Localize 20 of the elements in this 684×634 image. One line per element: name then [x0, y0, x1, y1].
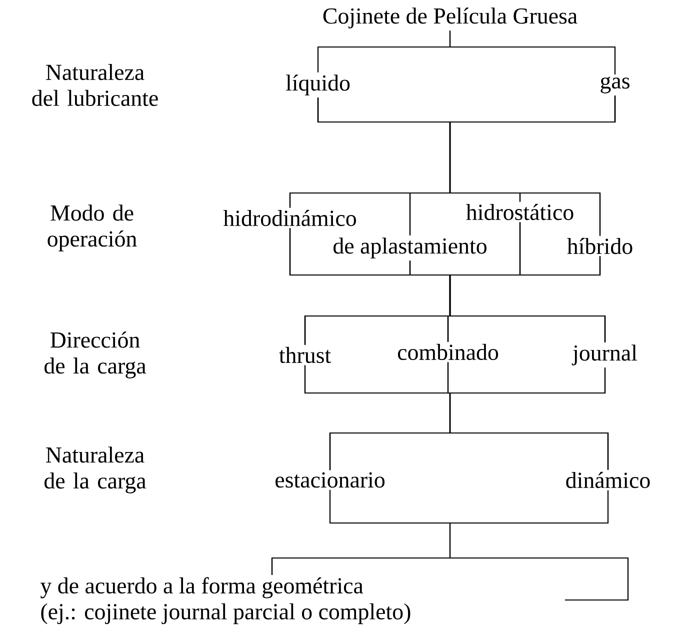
category-label: hidrostático [466, 204, 574, 220]
connector-line [449, 30, 616, 74]
category-label: journal [572, 344, 637, 366]
connector-line [449, 96, 616, 236]
category-label: hidrodinámico [223, 210, 356, 226]
row-heading: Dirección de la carga [44, 332, 146, 378]
category-label: thrust [279, 346, 331, 364]
category-label: híbrido [567, 238, 632, 254]
row-heading: Naturaleza de la carga [44, 446, 146, 494]
category-label: combinado [398, 344, 498, 360]
connector-line [271, 490, 609, 575]
category-label: líquido [286, 74, 350, 96]
row-heading: Naturaleza del lubricante [32, 64, 158, 106]
row-heading: Modo de operación [48, 204, 137, 252]
category-label: y de acuerdo a la forma geométrica (ej.: cojinete journal parcial o completo) [40, 577, 410, 624]
category-label: de aplastamiento [334, 238, 486, 258]
category-label: estacionario [276, 472, 384, 488]
category-label: gas [600, 76, 630, 94]
category-label: Cojinete de Película Gruesa [323, 8, 578, 28]
category-label: dinámico [566, 472, 650, 488]
